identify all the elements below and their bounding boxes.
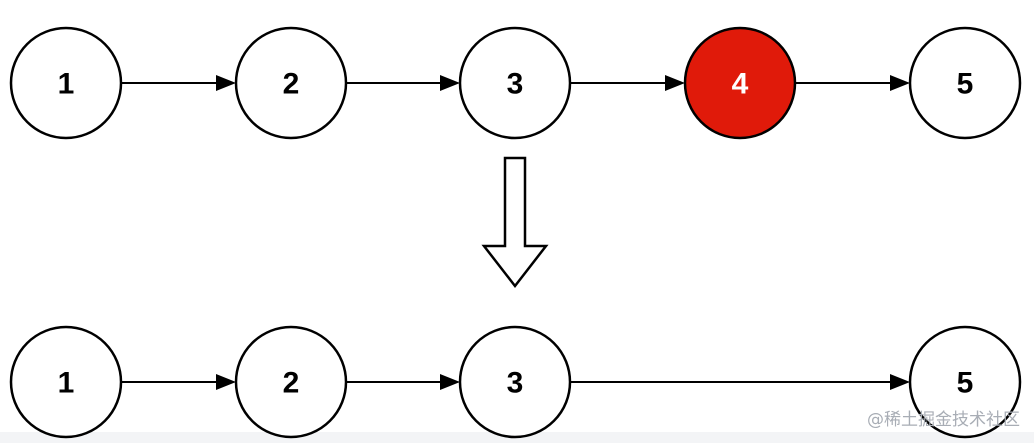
before-edge-4-5 [796,75,910,91]
after-list: 1 2 3 5 [9,325,1022,439]
hollow-down-arrow-icon [481,156,549,289]
after-edge-3-5 [571,374,910,390]
before-list: 1 2 3 4 5 [9,26,1022,140]
node-label: 1 [58,68,75,101]
before-edge-1-2 [122,75,236,91]
after-edge-1-2 [122,374,236,390]
after-node-3: 3 [458,325,572,439]
before-node-3: 3 [458,26,572,140]
after-node-2: 2 [234,325,348,439]
after-edge-2-3 [346,374,460,390]
node-label: 4 [732,68,749,101]
node-label: 5 [957,68,974,101]
before-edge-2-3 [346,75,460,91]
before-node-4-highlighted: 4 [683,26,797,140]
watermark: @稀土掘金技术社区 [867,410,1020,430]
node-label: 2 [283,68,300,101]
node-label: 3 [507,68,524,101]
before-edge-3-4 [571,75,685,91]
node-label: 2 [283,367,300,400]
before-node-1: 1 [9,26,123,140]
before-node-2: 2 [234,26,348,140]
node-label: 3 [507,367,524,400]
node-label: 1 [58,367,75,400]
after-node-5: 5 [908,325,1022,439]
before-node-5: 5 [908,26,1022,140]
after-node-1: 1 [9,325,123,439]
node-label: 5 [957,367,974,400]
